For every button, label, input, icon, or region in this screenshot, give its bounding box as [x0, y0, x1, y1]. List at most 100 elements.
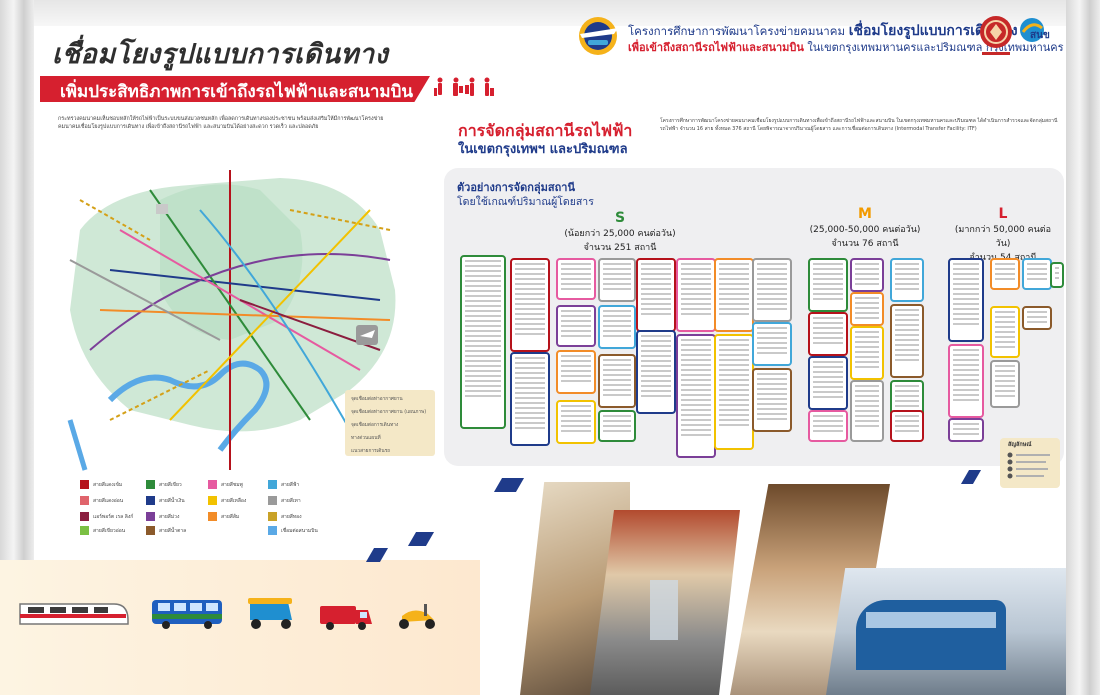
intro-paragraph: กระทรวงคมนาคมเห็นชอบหลักให้รถไฟฟ้าเป็นระ…	[58, 116, 384, 130]
grouping-subtitle: ในเขตกรุงเทพฯ และปริมณฑล	[458, 142, 628, 157]
grouping-title: การจัดกลุ่มสถานีรถไฟฟ้า	[458, 121, 633, 140]
station-group-box	[556, 400, 596, 444]
line-legend-item: สายสีเหลือง	[208, 496, 246, 505]
station-group-box	[598, 354, 636, 408]
station-group-box	[598, 305, 636, 349]
line-legend-item: เชื่อมต่อสนามบิน	[268, 526, 318, 535]
station-group-box	[948, 418, 984, 442]
station-group-box	[598, 410, 636, 442]
line-legend-item: สายสีแดงเข้ม	[80, 480, 122, 489]
station-group-box	[510, 352, 550, 446]
station-group-box	[808, 258, 848, 312]
line-legend-item: สายสีแดงอ่อน	[80, 496, 123, 505]
category-letter: L	[998, 206, 1008, 222]
map-legend-item: แนวสายการเดินรถ	[351, 449, 391, 454]
line-legend-item: สายสีน้ำตาล	[146, 526, 186, 535]
line-legend-item: สายสีฟ้า	[268, 480, 299, 489]
line-legend-item: สายสีเทา	[268, 496, 301, 505]
station-group-box	[990, 258, 1020, 290]
map-legend-item: ทางด่วนแผนที่	[351, 436, 381, 441]
line-legend-item: สายสีม่วง	[146, 512, 179, 521]
tuktuk-icon	[248, 598, 292, 629]
project-logo-icon	[579, 17, 618, 55]
station-group-box	[676, 258, 716, 332]
line-legend-item: สายสีน้ำเงิน	[146, 496, 185, 505]
curtain-right	[1066, 0, 1100, 695]
station-group-box	[850, 258, 884, 292]
grouping-description: โครงการศึกษาการพัฒนาโครงข่ายคมนาคมเชื่อม…	[660, 118, 1058, 132]
map-legend-item: จุดเชื่อมต่อการเดินทาง	[351, 423, 399, 428]
station-group-box	[636, 330, 676, 414]
line-color-legend: สายสีแดงเข้ม สายสีเขียว สายสีชมพู สายสีฟ…	[80, 480, 440, 535]
station-group-box	[990, 360, 1020, 408]
station-group-box	[850, 380, 884, 442]
banner-text: เพิ่มประสิทธิภาพการเข้าถึงรถไฟฟ้าและสนาม…	[60, 82, 413, 102]
bus-icon	[152, 600, 222, 629]
otp-logo-icon	[1020, 18, 1044, 42]
station-group-box	[460, 255, 506, 429]
project-title-line1: โครงการศึกษาการพัฒนาโครงข่ายคมนาคม เชื่อ…	[628, 23, 1018, 39]
category-letter: S	[614, 210, 626, 226]
station-group-box	[1022, 258, 1052, 290]
photo-train-windows	[866, 612, 996, 628]
map-legend-item: จุดเชื่อมต่อท่าอากาศยาน (แผนภาพ)	[351, 410, 427, 415]
line-legend-item: สายสีเขียวอ่อน	[80, 526, 125, 535]
transport-modes-band	[0, 560, 480, 695]
station-group-box	[510, 258, 550, 352]
line-legend-item: สายสีส้ม	[208, 512, 239, 521]
station-group-box	[948, 258, 984, 342]
station-group-box	[1022, 306, 1052, 330]
category-letter: M	[858, 206, 872, 222]
category-m: M (25,000-50,000 คนต่อวัน) จำนวน 76 สถาน…	[800, 206, 930, 250]
station-group-box	[752, 368, 792, 432]
station-group-box	[990, 306, 1020, 358]
metro-network-map	[67, 170, 396, 471]
station-group-box	[850, 292, 884, 326]
otp-logo-text: สนข	[1030, 30, 1050, 41]
curtain-top	[0, 0, 1100, 26]
line-legend-item: สายสีเขียว	[146, 480, 182, 489]
station-group-box	[808, 410, 848, 442]
decor-stripe	[493, 478, 525, 492]
line-legend-item: สายสีชมพู	[208, 480, 243, 489]
photo-station-hall	[590, 510, 740, 695]
station-group-box	[890, 258, 924, 302]
category-s: S (น้อยกว่า 25,000 คนต่อวัน) จำนวน 251 ส…	[560, 210, 680, 254]
map-legend: จุดเชื่อมต่อท่าอากาศยาน จุดเชื่อมต่อท่าอ…	[345, 390, 435, 456]
station-group-box	[556, 258, 596, 300]
banner-band	[40, 76, 430, 102]
line-legend-item: แอร์พอร์ต เรล ลิงก์	[80, 512, 133, 521]
symbol-legend-icons	[1007, 452, 1050, 479]
decor-stripe	[960, 470, 982, 484]
category-l: L (มากกว่า 50,000 คนต่อวัน) จำนวน 54 สถา…	[948, 206, 1058, 264]
station-group-box	[1050, 262, 1064, 288]
category-count: จำนวน 76 สถานี	[831, 239, 899, 249]
symbol-legend-title: สัญลักษณ์	[1008, 442, 1032, 448]
station-group-box	[752, 258, 792, 322]
line-legend-item: สายสีทอง	[268, 512, 302, 521]
example-subtitle: โดยใช้เกณฑ์ปริมาณผู้โดยสาร	[457, 196, 594, 208]
station-group-box	[556, 350, 596, 394]
station-group-box	[948, 344, 984, 418]
station-group-box	[850, 326, 884, 380]
motorcycle-taxi-icon	[399, 604, 435, 629]
category-range: (25,000-50,000 คนต่อวัน)	[809, 225, 921, 235]
station-group-box	[598, 258, 636, 302]
photo-train-body	[856, 600, 1006, 670]
station-group-box	[676, 334, 716, 458]
station-group-box	[714, 258, 754, 332]
station-group-box	[556, 305, 596, 347]
station-group-box	[890, 410, 924, 442]
photo-elevator	[650, 580, 678, 640]
main-title: เชื่อมโยงรูปแบบการเดินทาง	[52, 39, 389, 70]
station-group-box	[714, 334, 754, 450]
songthaew-icon	[320, 606, 372, 630]
train-icon	[19, 603, 129, 625]
example-title: ตัวอย่างการจัดกลุ่มสถานี	[457, 181, 575, 194]
photo-skytrain	[826, 568, 1066, 695]
category-count: จำนวน 251 สถานี	[583, 243, 657, 253]
category-range: (มากกว่า 50,000 คนต่อวัน)	[954, 225, 1052, 249]
station-group-box	[752, 322, 792, 366]
travelers-icon	[434, 77, 494, 96]
map-legend-item: จุดเชื่อมต่อท่าอากาศยาน	[351, 397, 403, 402]
